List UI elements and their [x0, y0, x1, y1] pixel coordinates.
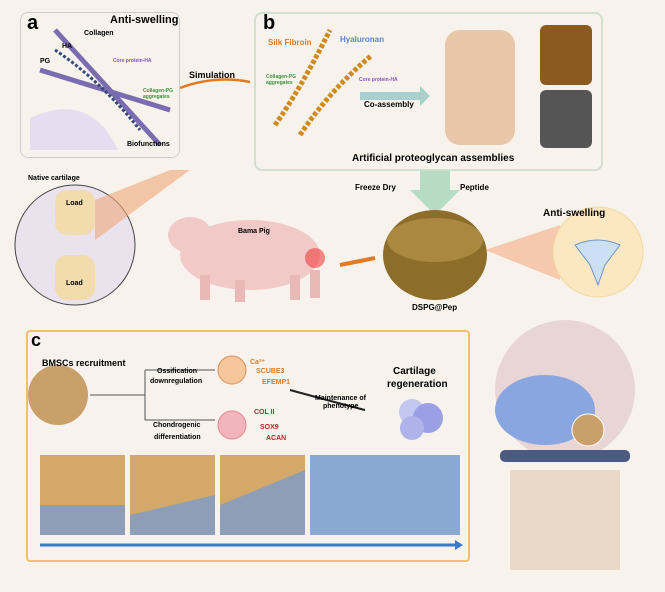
- co-assembly-arrow: [360, 86, 430, 106]
- implant-site: [571, 413, 605, 447]
- panel-b-caption: Artificial proteoglycan assemblies: [352, 153, 515, 164]
- label-hyaluronan: Hyaluronan: [340, 35, 385, 44]
- label-cartilage: Cartilage: [393, 366, 436, 377]
- silk-fibroin-chain: [297, 53, 374, 137]
- label-ca: Ca²⁺: [250, 359, 265, 366]
- chondrocyte: [400, 416, 424, 440]
- bracket-lines: [144, 369, 215, 421]
- implant-arrow: [339, 256, 376, 267]
- pig-leg: [310, 270, 320, 298]
- label-biofunctions: Biofunctions: [127, 141, 170, 148]
- label-co-assembly: Co-assembly: [364, 100, 414, 109]
- silk-fibroin-chain: [272, 28, 333, 127]
- pig-body: [180, 220, 320, 290]
- collagen-fiber: [39, 67, 171, 113]
- label-native-cartilage: Native cartilage: [28, 175, 80, 182]
- label-bmscs: BMSCs recruitment: [42, 358, 126, 368]
- pig-leg: [290, 275, 300, 300]
- label-differentiation: differentiation: [154, 434, 201, 441]
- pig-leg: [200, 275, 210, 300]
- bone-bottom: [55, 255, 95, 300]
- label-chondrogenic: Chondrogenic: [153, 422, 201, 429]
- label-peptide: Peptide: [460, 183, 489, 192]
- histology-4: [310, 455, 460, 535]
- sem-image-color: [540, 25, 592, 85]
- label-phenotype: phenotype: [323, 403, 359, 410]
- histology-2-cartilage: [130, 495, 215, 535]
- simulation-arrow: [179, 78, 251, 90]
- label-regeneration: regeneration: [387, 379, 448, 390]
- sem-image-gray: [540, 90, 592, 148]
- zoom-beam: [485, 225, 560, 280]
- label-acan: ACAN: [266, 435, 287, 442]
- scaffold-top: [387, 218, 483, 262]
- label-scube3: SCUBE3: [256, 368, 285, 375]
- label-silk-fibroin: Silk Fibroin: [268, 38, 312, 47]
- label-dspg-pep: DSPG@Pep: [412, 303, 458, 312]
- zoom-beam: [95, 170, 190, 240]
- label-freeze-dry: Freeze Dry: [355, 183, 396, 192]
- meniscus: [500, 450, 630, 462]
- panel-c-letter: c: [31, 330, 42, 350]
- label-ha: HA: [62, 43, 73, 50]
- label-col2: COL II: [254, 409, 275, 416]
- label-bama-pig: Bama Pig: [238, 228, 270, 235]
- swelling-scaffold-icon: [574, 239, 621, 287]
- label-core-protein: Core protein-HA: [113, 58, 152, 64]
- label-load-top: Load: [66, 200, 83, 207]
- chondrocyte-cell: [217, 410, 247, 440]
- tibia: [510, 470, 620, 570]
- maintenance-arrow: [289, 389, 366, 411]
- label-load-bottom: Load: [66, 280, 83, 287]
- histology-1-cartilage: [40, 505, 125, 535]
- label-core-protein-b: Core protein-HA: [359, 77, 398, 83]
- collagen-fiber: [53, 28, 162, 147]
- scaffold-cross-section: [28, 365, 88, 425]
- label-pg: PG: [40, 58, 51, 65]
- down-arrow: [410, 170, 460, 215]
- label-aggregates: Collagen-PG aggregates: [143, 88, 174, 100]
- label-maintenance: Maintenance of: [315, 395, 366, 402]
- panel-b: [254, 12, 603, 171]
- panel-a-letter: a: [27, 12, 39, 34]
- panel-c: [26, 330, 470, 562]
- label-sox9: SOX9: [260, 424, 279, 431]
- osteoblast-cell: [217, 355, 247, 385]
- label-anti-swelling: Anti-swelling: [543, 208, 606, 219]
- time-arrow-head: [455, 540, 463, 550]
- ha-chain: [54, 48, 142, 131]
- label-efemp1: EFEMP1: [262, 379, 291, 386]
- pig-leg: [235, 280, 245, 302]
- label-ossification: Ossification: [157, 368, 198, 375]
- bone-top: [55, 190, 95, 235]
- histology-3-cartilage: [220, 470, 305, 535]
- cell-shape: [30, 109, 118, 150]
- simulation-label: Simulation: [189, 70, 236, 80]
- label-aggregates-b: Collagen-PG aggregates: [266, 74, 297, 86]
- panel-a-title: Anti-swelling: [110, 14, 179, 26]
- injury-site: [305, 248, 325, 268]
- assembly-fibers: [445, 30, 515, 145]
- label-collagen: Collagen: [84, 30, 114, 37]
- pig-head: [168, 217, 212, 253]
- panel-b-letter: b: [263, 12, 276, 34]
- label-downregulation: downregulation: [150, 378, 203, 385]
- panel-a: [20, 12, 180, 158]
- cartilage-layer: [495, 375, 595, 445]
